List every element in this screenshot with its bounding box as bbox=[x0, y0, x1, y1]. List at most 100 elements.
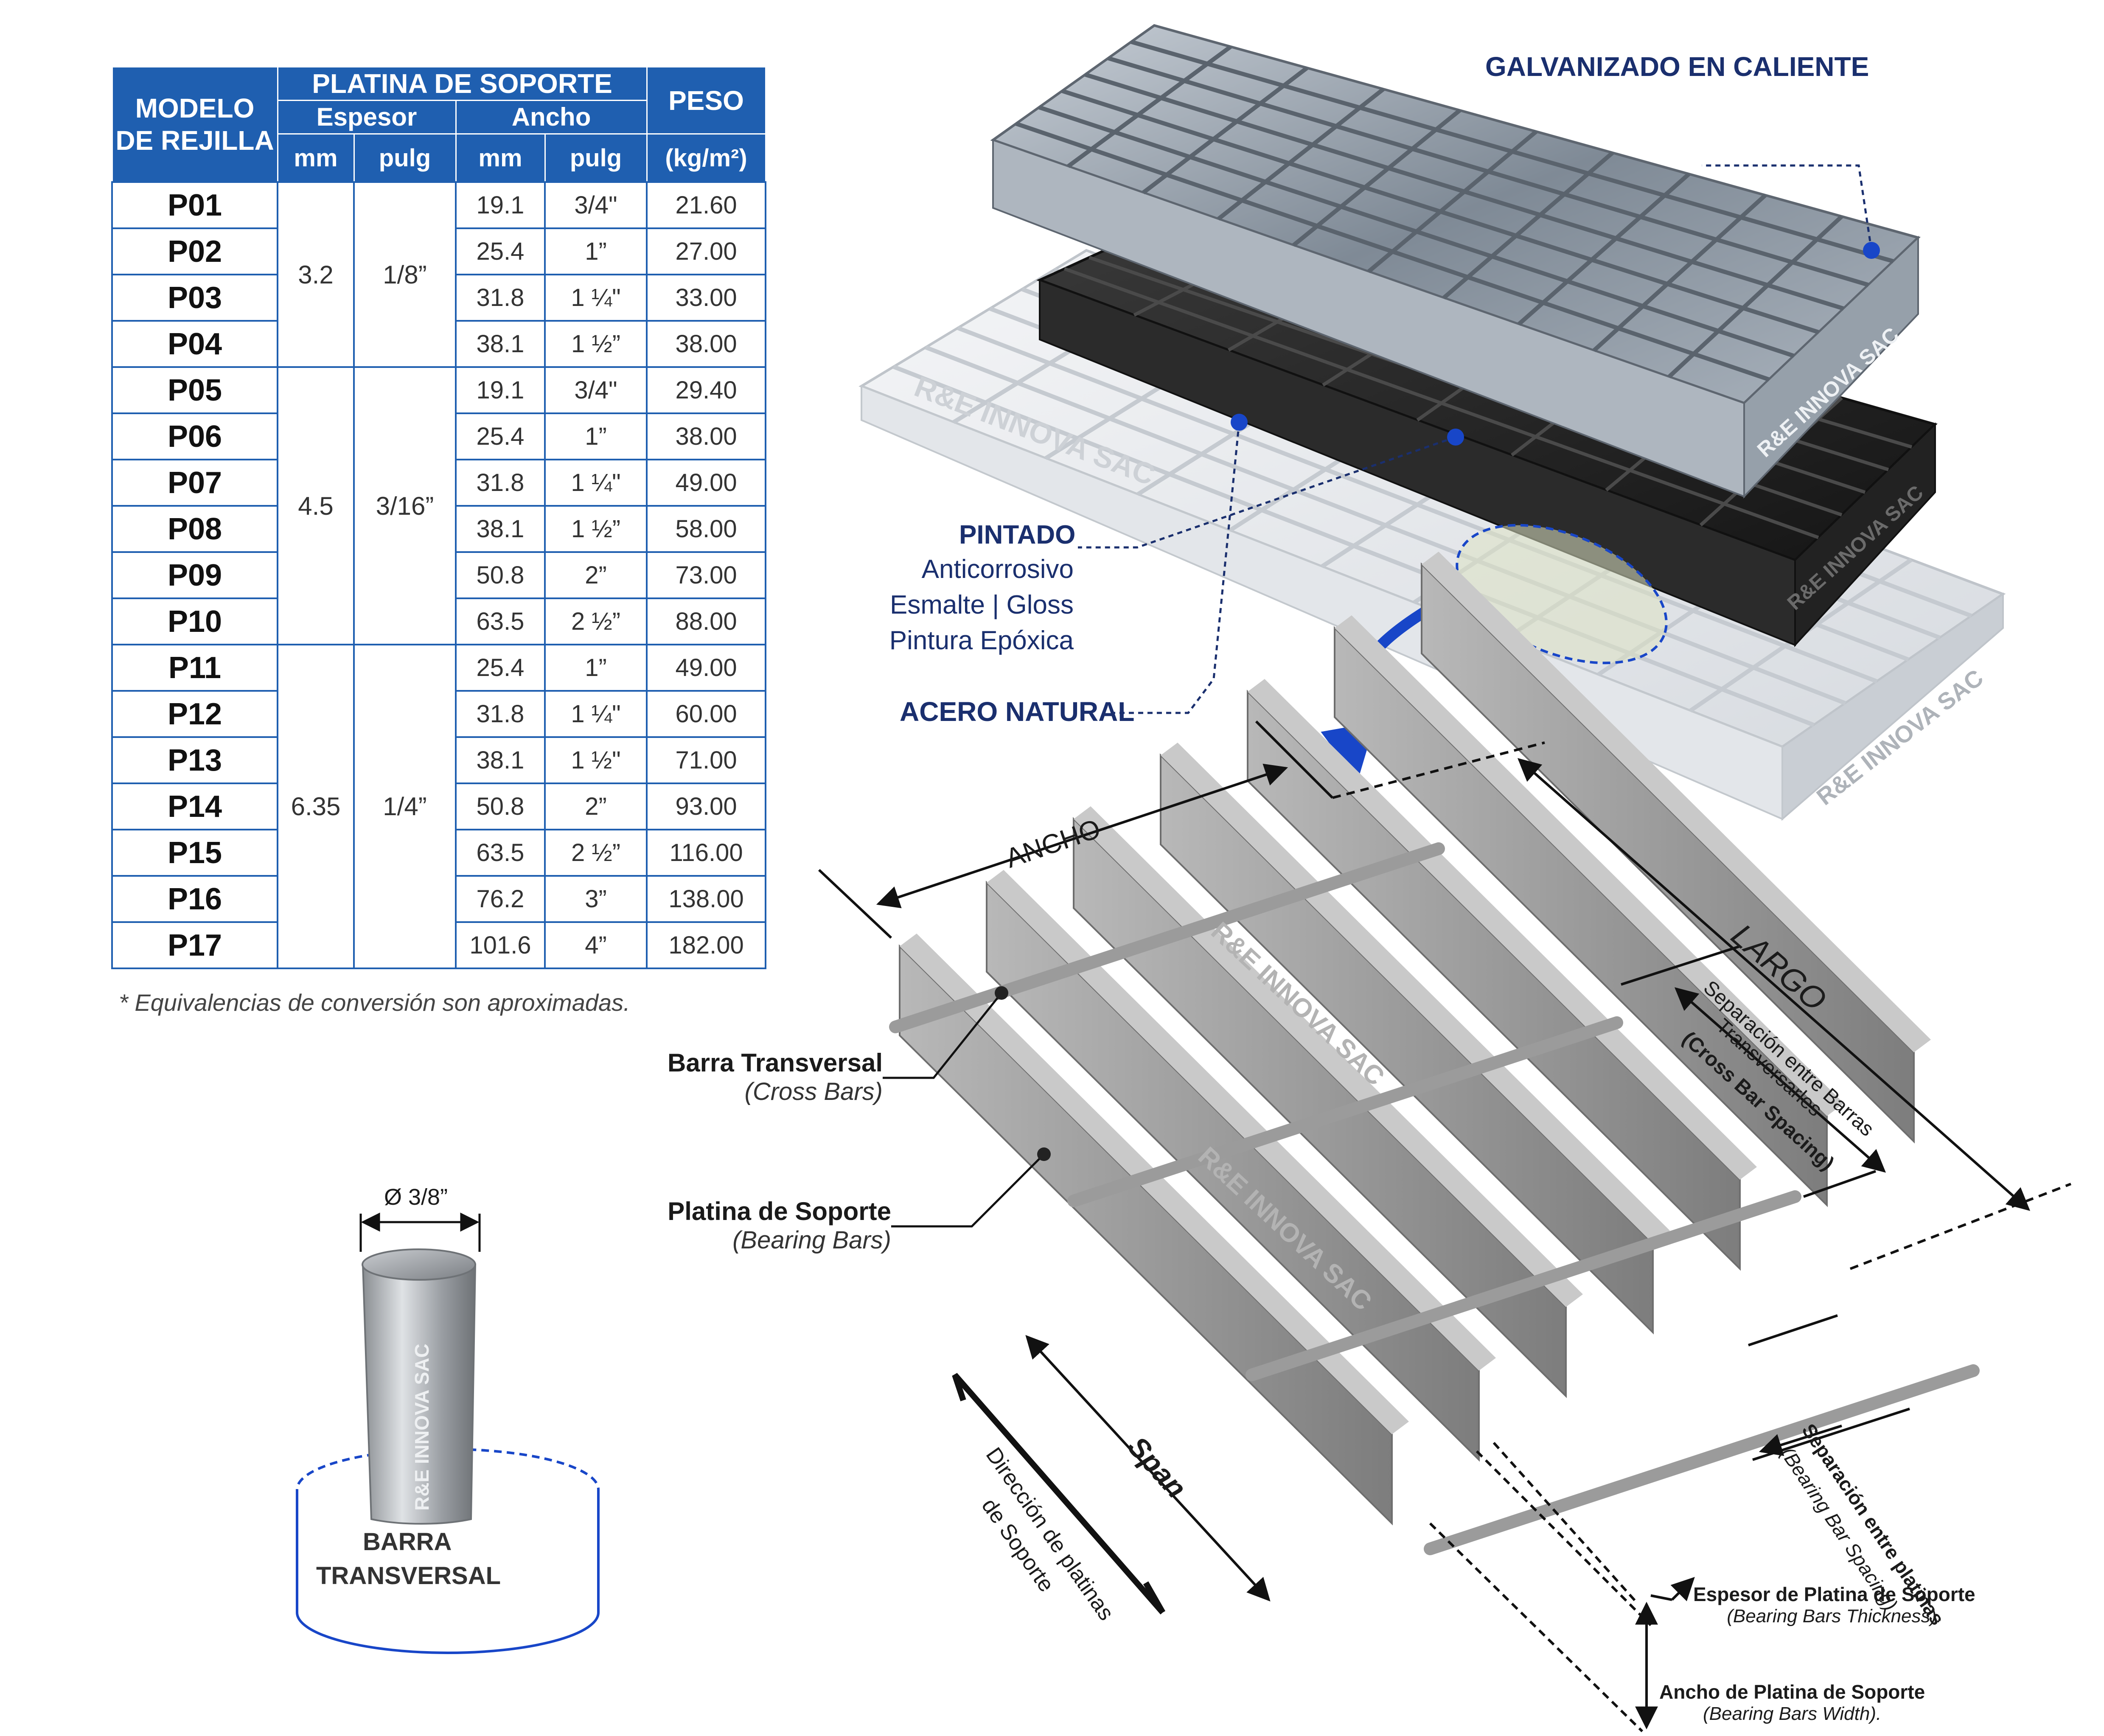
cell-ancho-pulg: 1” bbox=[544, 644, 648, 692]
cell-peso: 71.00 bbox=[646, 736, 767, 784]
panel-cross-bar bbox=[1292, 109, 1462, 247]
cell-ancho-pulg: 4” bbox=[544, 921, 648, 969]
cell-ancho-mm: 19.1 bbox=[455, 366, 546, 414]
pintado-line-2: Esmalte | Gloss bbox=[889, 590, 1074, 620]
cell-model: P01 bbox=[111, 181, 278, 229]
cell-ancho-pulg: 2 ½” bbox=[544, 829, 648, 877]
cell-ancho-mm: 38.1 bbox=[455, 505, 546, 553]
bar-callout-leaders bbox=[883, 992, 1045, 1228]
cell-ancho-mm: 31.8 bbox=[455, 274, 546, 322]
cell-peso: 88.00 bbox=[646, 597, 767, 645]
pintado-line-1: Anticorrosivo bbox=[921, 555, 1074, 584]
cross-bar-rod: R&E INNOVA SAC bbox=[296, 1212, 600, 1654]
bearing-bar-marker bbox=[1037, 1147, 1051, 1161]
cell-ancho-pulg: 1 ½" bbox=[544, 736, 648, 784]
header-espesor-pulg: pulg bbox=[353, 133, 457, 183]
cell-espesor-pulg: 1/4” bbox=[353, 644, 457, 969]
cell-ancho-mm: 63.5 bbox=[455, 829, 546, 877]
cell-peso: 60.00 bbox=[646, 690, 767, 738]
cell-peso: 73.00 bbox=[646, 551, 767, 599]
cell-ancho-pulg: 1 ¼" bbox=[544, 274, 648, 322]
cell-peso: 182.00 bbox=[646, 921, 767, 969]
cell-ancho-pulg: 1 ¼" bbox=[544, 690, 648, 738]
cell-model: P16 bbox=[111, 875, 278, 923]
spec-table: MODELO DE REJILLA PLATINA DE SOPORTE PES… bbox=[111, 66, 767, 969]
panel-cross-bar bbox=[1667, 215, 1843, 379]
cell-ancho-pulg: 2” bbox=[544, 551, 648, 599]
callout-espesor: Espesor de Platina de Soporte (Bearing B… bbox=[1693, 1583, 1975, 1627]
cross-bar bbox=[1246, 1190, 1801, 1381]
header-model: MODELO DE REJILLA bbox=[111, 66, 278, 183]
callout-barra-sub: (Cross Bars) bbox=[744, 1078, 883, 1105]
cell-ancho-mm: 31.8 bbox=[455, 690, 546, 738]
cell-ancho-mm: 25.4 bbox=[455, 227, 546, 275]
cell-espesor-mm: 6.35 bbox=[277, 644, 355, 969]
callout-espesor-sub: (Bearing Bars Thickness). bbox=[1727, 1606, 1942, 1627]
cell-ancho-mm: 101.6 bbox=[455, 921, 546, 969]
header-ancho-pulg: pulg bbox=[544, 133, 648, 183]
conversion-note: * Equivalencias de conversión son aproxi… bbox=[119, 989, 630, 1016]
cell-espesor-mm: 3.2 bbox=[277, 181, 355, 368]
cell-ancho-mm: 25.4 bbox=[455, 644, 546, 692]
cell-peso: 27.00 bbox=[646, 227, 767, 275]
cell-peso: 49.00 bbox=[646, 644, 767, 692]
cell-peso: 38.00 bbox=[646, 320, 767, 368]
marker-galvanized bbox=[1863, 242, 1880, 259]
cell-ancho-pulg: 1 ¼" bbox=[544, 459, 648, 507]
cell-model: P07 bbox=[111, 459, 278, 507]
callout-ancho-platina: Ancho de Platina de Soporte (Bearing Bar… bbox=[1659, 1680, 1925, 1725]
cell-model: P10 bbox=[111, 597, 278, 645]
callout-barra-main: Barra Transversal bbox=[667, 1049, 883, 1077]
cell-ancho-mm: 76.2 bbox=[455, 875, 546, 923]
bearing-bar-top bbox=[987, 870, 1496, 1371]
cell-model: P09 bbox=[111, 551, 278, 599]
panel-cross-bar bbox=[1517, 172, 1691, 326]
cell-ancho-mm: 50.8 bbox=[455, 551, 546, 599]
cell-model: P14 bbox=[111, 782, 278, 830]
header-peso: PESO bbox=[646, 66, 766, 135]
cell-ancho-pulg: 1” bbox=[544, 227, 648, 275]
cell-peso: 116.00 bbox=[646, 829, 767, 877]
cell-ancho-mm: 50.8 bbox=[455, 782, 546, 830]
cell-ancho-mm: 63.5 bbox=[455, 597, 546, 645]
cell-ancho-mm: 38.1 bbox=[455, 320, 546, 368]
cell-model: P08 bbox=[111, 505, 278, 553]
callout-platina-sub: (Bearing Bars) bbox=[732, 1226, 891, 1254]
cell-ancho-pulg: 1 ½” bbox=[544, 320, 648, 368]
cell-ancho-pulg: 3/4" bbox=[544, 366, 648, 414]
panel-cross-bar bbox=[1592, 194, 1767, 352]
header-espesor-mm: mm bbox=[277, 133, 355, 183]
dimension-lines bbox=[818, 720, 2072, 1733]
rod-diameter: Ø 3/8” bbox=[384, 1184, 448, 1210]
header-peso-unit: (kg/m²) bbox=[646, 133, 766, 183]
cell-model: P12 bbox=[111, 690, 278, 738]
label-galvanizado: GALVANIZADO EN CALIENTE bbox=[1485, 51, 1869, 82]
panel-cross-bar bbox=[1067, 45, 1232, 168]
cell-model: P06 bbox=[111, 412, 278, 460]
cell-peso: 49.00 bbox=[646, 459, 767, 507]
cross-bar-marker bbox=[995, 986, 1008, 1000]
callout-platina-soporte: Platina de Soporte (Bearing Bars) bbox=[594, 1197, 891, 1254]
cell-peso: 29.40 bbox=[646, 366, 767, 414]
galvanized-panel: R&E INNOVA SAC bbox=[990, 24, 1921, 499]
header-ancho-mm: mm bbox=[455, 133, 546, 183]
cell-ancho-pulg: 3/4" bbox=[544, 181, 648, 229]
marker-natural bbox=[1231, 414, 1248, 431]
bearing-bar-top bbox=[900, 934, 1409, 1434]
cell-ancho-mm: 19.1 bbox=[455, 181, 546, 229]
callout-platina-main: Platina de Soporte bbox=[668, 1197, 891, 1226]
cell-espesor-pulg: 3/16” bbox=[353, 366, 457, 645]
cross-bar bbox=[889, 842, 1445, 1033]
brand-rod: R&E INNOVA SAC bbox=[411, 1343, 433, 1511]
callout-barra-transversal: Barra Transversal (Cross Bars) bbox=[594, 1048, 883, 1106]
